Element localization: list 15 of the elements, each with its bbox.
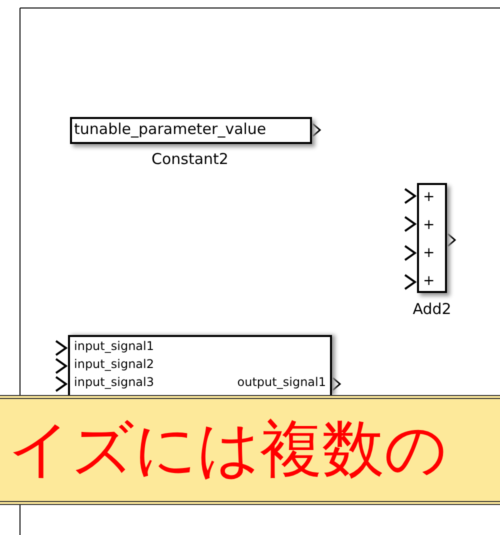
port-label: input_signal1	[74, 339, 154, 353]
port-sign: +	[423, 217, 435, 233]
sum-block	[417, 183, 447, 293]
port-sign: +	[423, 245, 435, 261]
caption-banner: イズには複数の	[0, 395, 500, 505]
port-sign: +	[423, 189, 435, 205]
block-name: Constant2	[150, 150, 230, 168]
subsystem-block	[68, 335, 332, 395]
port-label: output_signal1	[237, 375, 326, 389]
port-label: tunable_parameter_value	[74, 121, 266, 138]
constant-block	[70, 117, 312, 144]
port-sign: +	[423, 273, 435, 289]
block-name: Add2	[412, 300, 452, 318]
port-label: input_signal3	[74, 375, 154, 389]
port-label: input_signal2	[74, 357, 154, 371]
